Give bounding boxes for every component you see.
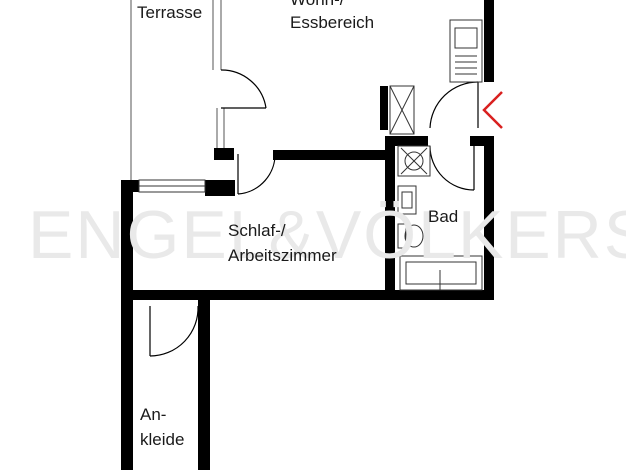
room-label-schlaf-line2: Arbeitszimmer bbox=[228, 246, 337, 265]
room-label-ankleide-line1: An- bbox=[140, 405, 167, 424]
room-label-terrasse: Terrasse bbox=[137, 3, 203, 22]
door-swings bbox=[149, 69, 479, 357]
room-label-schlaf-line1: Schlaf-/ bbox=[228, 221, 286, 240]
terrace-window bbox=[138, 179, 206, 193]
shower-icon bbox=[397, 145, 431, 177]
room-label-ankleide-line2: kleide bbox=[140, 430, 185, 449]
watermark: ENGEL&VÖLKERS bbox=[28, 197, 626, 273]
room-label-wohn-line1: Wohn-/ bbox=[290, 0, 345, 11]
terrace-outline bbox=[130, 0, 225, 180]
cabinet-icon bbox=[389, 85, 415, 135]
walls bbox=[121, 0, 494, 470]
toilet-icon bbox=[397, 223, 424, 249]
entrance-arrow-icon bbox=[482, 91, 503, 129]
room-label-wohn-line2: Essbereich bbox=[290, 13, 375, 32]
bathtub-icon bbox=[399, 255, 483, 291]
washbasin-icon bbox=[397, 185, 417, 215]
room-label-bad: Bad bbox=[428, 207, 459, 226]
kitchen-sink-icon bbox=[449, 19, 483, 83]
